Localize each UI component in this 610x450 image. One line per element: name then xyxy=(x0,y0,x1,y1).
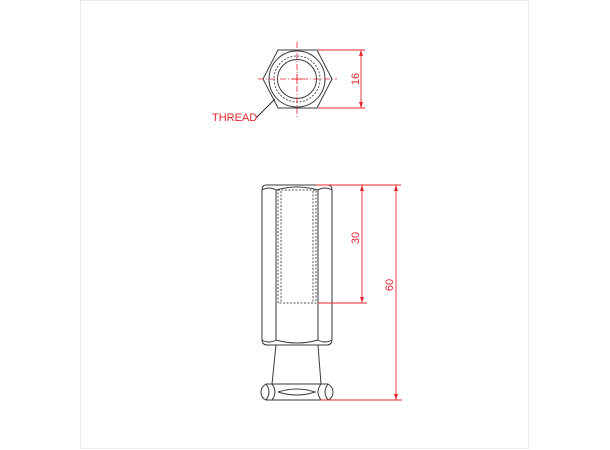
side-view: 30 60 xyxy=(260,184,402,401)
arrow-icon xyxy=(359,102,363,108)
thread-callout-label: THREAD xyxy=(212,112,257,124)
hex-body-outline xyxy=(261,184,333,346)
arrow-icon xyxy=(394,394,398,400)
top-chamfer-arcs xyxy=(261,186,333,191)
top-view: THREAD 16 xyxy=(212,42,365,124)
arrow-icon xyxy=(394,185,398,191)
drawing-frame xyxy=(80,0,529,449)
neck-right-edge xyxy=(317,344,322,385)
neck-left-edge xyxy=(271,344,277,385)
arrow-icon xyxy=(359,50,363,56)
nut-center-face xyxy=(277,388,317,396)
thread-bore-hidden xyxy=(277,189,317,304)
nut-facet xyxy=(324,383,329,401)
arrow-icon xyxy=(360,185,364,191)
dim-16-label: 16 xyxy=(350,73,362,85)
dim-60-label: 60 xyxy=(384,279,396,291)
thread-leader-line xyxy=(255,98,276,119)
bottom-nut-outline xyxy=(260,383,334,401)
bottom-chamfer-arcs xyxy=(261,339,333,344)
nut-facet xyxy=(265,383,270,401)
dim-30-label: 30 xyxy=(350,232,362,244)
nut-facet xyxy=(271,383,276,401)
nut-facet xyxy=(317,383,322,401)
arrow-icon xyxy=(360,297,364,303)
